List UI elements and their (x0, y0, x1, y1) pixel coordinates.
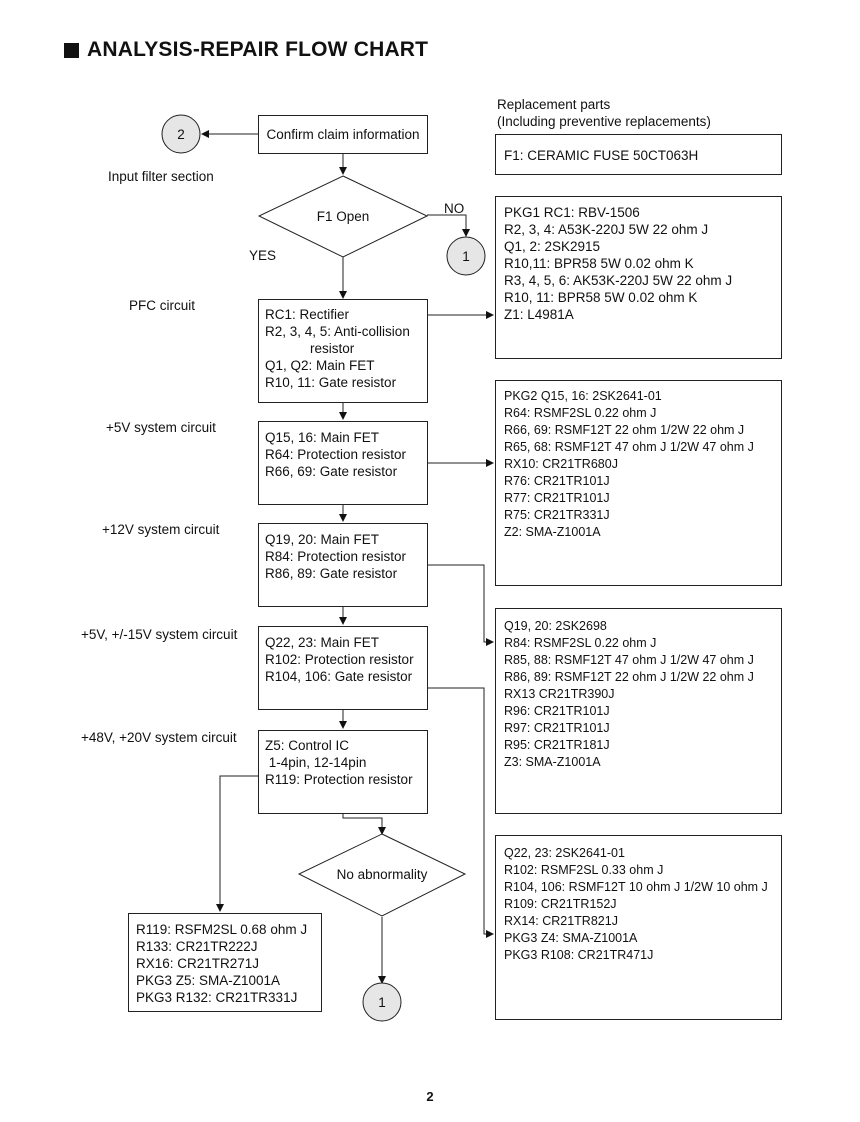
step-12v-line: R86, 89: Gate resistor (265, 566, 398, 581)
connector-label-1-right: 1 (462, 248, 470, 264)
step-48v-20v-line: R119: Protection resistor (265, 772, 413, 787)
step-pfc-line: Q1, Q2: Main FET (265, 358, 375, 373)
connector-label-2: 2 (177, 126, 185, 142)
parts-line: PKG1 RC1: RBV-1506 (504, 205, 640, 220)
line-v48-to-r119 (216, 775, 258, 912)
section-label-12v: +12V system circuit (102, 522, 220, 537)
step-5v-15v-line: R104, 106: Gate resistor (265, 669, 413, 684)
parts-line: RX14: CR21TR821J (504, 914, 618, 928)
parts-line: R97: CR21TR101J (504, 721, 610, 735)
replacement-parts-header: Replacement parts (Including preventive … (497, 96, 711, 130)
replacement-parts-title: Replacement parts (497, 97, 611, 112)
line-v5-15-to-q22 (428, 687, 494, 938)
parts-line: R75: CR21TR331J (504, 508, 610, 522)
step-5v-line: Q15, 16: Main FET (265, 430, 380, 445)
parts-line: R133: CR21TR222J (136, 939, 258, 954)
parts-line: RX10: CR21TR680J (504, 457, 618, 471)
parts-line: Q19, 20: 2SK2698 (504, 619, 607, 633)
title-square-icon (64, 42, 79, 58)
parts-line: RX16: CR21TR271J (136, 956, 260, 971)
parts-line: PKG3 Z5: SMA-Z1001A (136, 973, 281, 988)
step-12v-line: R84: Protection resistor (265, 549, 407, 564)
parts-line: R76: CR21TR101J (504, 474, 610, 488)
section-label-5v-15v: +5V, +/-15V system circuit (81, 627, 238, 642)
parts-box-q22: Q22, 23: 2SK2641-01 R102: RSMF2SL 0.33 o… (495, 835, 782, 1020)
parts-line: R84: RSMF2SL 0.22 ohm J (504, 636, 657, 650)
page-title: ANALYSIS-REPAIR FLOW CHART (64, 38, 428, 62)
parts-line: RX13 CR21TR390J (504, 687, 615, 701)
step-5v-15v-line: R102: Protection resistor (265, 652, 414, 667)
step-48v-20v-circuit: Z5: Control IC 1-4pin, 12-14pin R119: Pr… (258, 730, 428, 814)
decision-f1-open-label: F1 Open (316, 208, 370, 224)
parts-box-pkg1: PKG1 RC1: RBV-1506 R2, 3, 4: A53K-220J 5… (495, 196, 782, 359)
parts-line: Q1, 2: 2SK2915 (504, 239, 601, 254)
step-confirm-claim-text: Confirm claim information (266, 127, 420, 142)
line-v48-to-noab (342, 813, 386, 835)
parts-line: R109: CR21TR152J (504, 897, 617, 911)
parts-line: R64: RSMF2SL 0.22 ohm J (504, 406, 657, 420)
page-number: 2 (426, 1089, 434, 1104)
section-label-48v-20v: +48V, +20V system circuit (81, 730, 237, 745)
parts-line: Z3: SMA-Z1001A (504, 755, 601, 769)
section-label-5v: +5V system circuit (106, 420, 216, 435)
parts-line: R104, 106: RSMF12T 10 ohm J 1/2W 10 ohm … (504, 880, 768, 894)
parts-line: R66, 69: RSMF12T 22 ohm 1/2W 22 ohm J (504, 423, 745, 437)
step-12v-line: Q19, 20: Main FET (265, 532, 380, 547)
page-title-text: ANALYSIS-REPAIR FLOW CHART (87, 38, 429, 61)
parts-line: Q22, 23: 2SK2641-01 (504, 846, 625, 860)
parts-line: PKG3 Z4: SMA-Z1001A (504, 931, 638, 945)
step-5v-circuit: Q15, 16: Main FET R64: Protection resist… (258, 421, 428, 505)
step-pfc-line: RC1: Rectifier (265, 307, 350, 322)
branch-label-yes: YES (249, 248, 277, 263)
parts-line: R2, 3, 4: A53K-220J 5W 22 ohm J (504, 222, 709, 237)
parts-line: PKG3 R132: CR21TR331J (136, 990, 298, 1005)
parts-box-pkg2: PKG2 Q15, 16: 2SK2641-01 R64: RSMF2SL 0.… (495, 380, 782, 586)
section-label-input-filter: Input filter section (108, 169, 214, 184)
step-5v-15v-line: Q22, 23: Main FET (265, 635, 380, 650)
step-pfc-circuit: RC1: Rectifier R2, 3, 4, 5: Anti-collisi… (258, 299, 428, 403)
step-pfc-line: R2, 3, 4, 5: Anti-collision (265, 324, 410, 339)
decision-f1-open-shape (257, 175, 429, 258)
parts-line: R77: CR21TR101J (504, 491, 610, 505)
step-12v-circuit: Q19, 20: Main FET R84: Protection resist… (258, 523, 428, 607)
parts-line: R95: CR21TR181J (504, 738, 610, 752)
step-48v-20v-line: Z5: Control IC (265, 738, 350, 753)
parts-line: F1: CERAMIC FUSE 50CT063H (504, 148, 699, 163)
step-pfc-line: R10, 11: Gate resistor (265, 375, 397, 390)
parts-line: R85, 88: RSMF12T 47 ohm J 1/2W 47 ohm J (504, 653, 754, 667)
parts-line: R3, 4, 5, 6: AK53K-220J 5W 22 ohm J (504, 273, 733, 288)
decision-no-abnormality-label: No abnormality (336, 866, 428, 882)
connector-circle-2 (161, 114, 201, 154)
parts-line: R119: RSFM2SL 0.68 ohm J (136, 922, 308, 937)
parts-line: R10,11: BPR58 5W 0.02 ohm K (504, 256, 694, 271)
parts-box-r119: R119: RSFM2SL 0.68 ohm J R133: CR21TR222… (128, 913, 322, 1012)
connector-circle-1-right (446, 236, 486, 276)
parts-line: R102: RSMF2SL 0.33 ohm J (504, 863, 664, 877)
parts-line: Z2: SMA-Z1001A (504, 525, 601, 539)
step-pfc-line: resistor (265, 341, 355, 356)
parts-line: Z1: L4981A (504, 307, 574, 322)
step-5v-line: R66, 69: Gate resistor (265, 464, 398, 479)
step-5v-15v-circuit: Q22, 23: Main FET R102: Protection resis… (258, 626, 428, 710)
decision-no-abnormality-shape (297, 833, 467, 917)
parts-line: R86, 89: RSMF12T 22 ohm J 1/2W 22 ohm J (504, 670, 754, 684)
connector-label-1-bottom: 1 (378, 994, 386, 1010)
section-label-pfc: PFC circuit (129, 298, 196, 313)
connector-circle-1-bottom (362, 982, 402, 1022)
parts-box-q19: Q19, 20: 2SK2698 R84: RSMF2SL 0.22 ohm J… (495, 608, 782, 814)
branch-label-no: NO (444, 201, 465, 216)
step-48v-20v-line: 1-4pin, 12-14pin (265, 755, 367, 770)
parts-line: R10, 11: BPR58 5W 0.02 ohm K (504, 290, 698, 305)
parts-line: PKG3 R108: CR21TR471J (504, 948, 654, 962)
line-v12-to-q19 (428, 564, 494, 646)
line-f1-no (427, 214, 470, 237)
step-confirm-claim: Confirm claim information (258, 115, 428, 154)
parts-box-fuse: F1: CERAMIC FUSE 50CT063H (495, 134, 782, 175)
step-5v-line: R64: Protection resistor (265, 447, 407, 462)
parts-line: PKG2 Q15, 16: 2SK2641-01 (504, 389, 662, 403)
parts-line: R65, 68: RSMF12T 47 ohm J 1/2W 47 ohm J (504, 440, 754, 454)
replacement-parts-subtitle: (Including preventive replacements) (497, 114, 711, 129)
parts-line: R96: CR21TR101J (504, 704, 610, 718)
